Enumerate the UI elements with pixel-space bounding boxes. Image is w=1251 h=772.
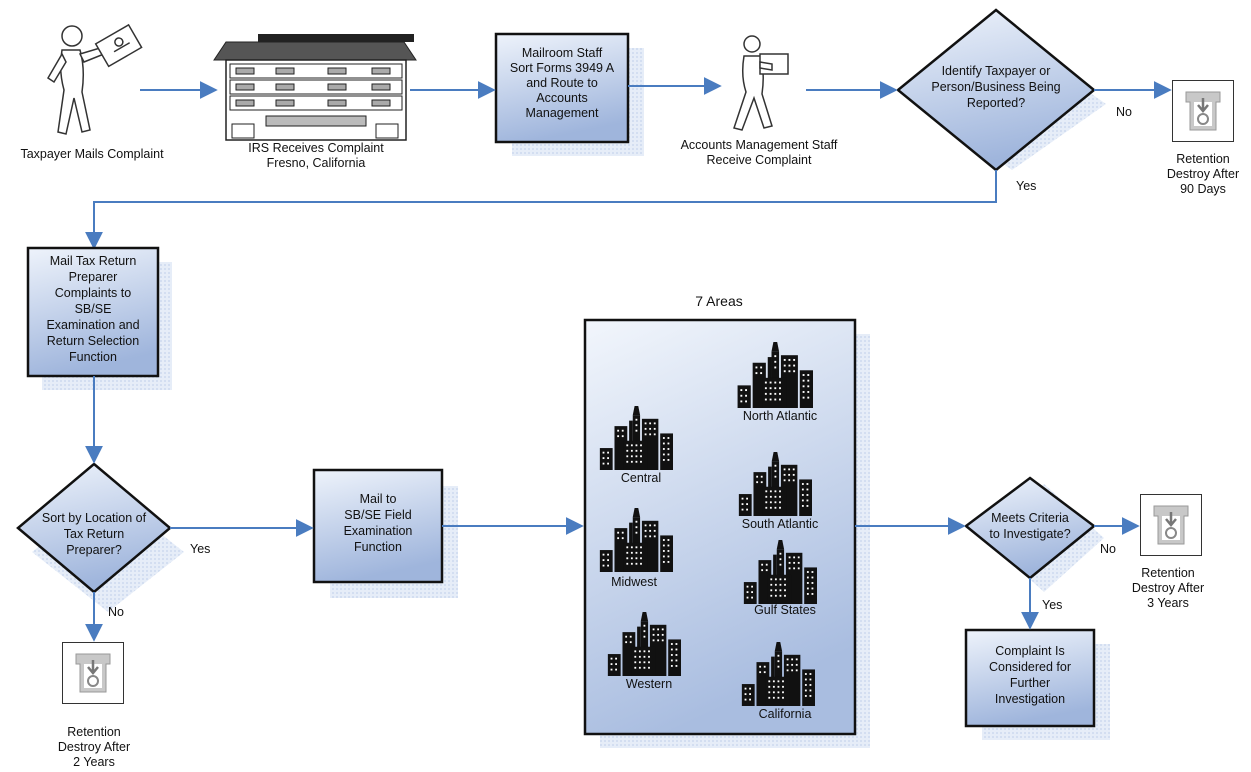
area-north-atlantic: North Atlantic	[743, 409, 817, 423]
area-gulf-states: Gulf States	[754, 603, 816, 617]
retention-90-label: Retention Destroy After 90 Days	[1167, 152, 1239, 196]
svg-text:Complaint Is: Complaint Is	[995, 644, 1064, 658]
staff-person-icon	[733, 35, 789, 131]
mail-field-text: Mail to SB/SE Field Examination Function	[344, 492, 413, 554]
svg-text:Retention: Retention	[1176, 152, 1230, 166]
svg-text:Examination and: Examination and	[46, 318, 139, 332]
edge-no-sort: No	[108, 605, 124, 619]
svg-text:2 Years: 2 Years	[73, 755, 115, 769]
left-connectors	[85, 376, 584, 642]
svg-text:Preparer?: Preparer?	[66, 543, 122, 557]
svg-text:Destroy After: Destroy After	[1132, 581, 1204, 595]
area-midwest: Midwest	[611, 575, 657, 589]
irs-receives-label-2: Fresno, California	[267, 156, 366, 170]
svg-text:Preparer: Preparer	[69, 270, 118, 284]
retention-90-icon	[1172, 80, 1234, 142]
svg-text:90 Days: 90 Days	[1180, 182, 1226, 196]
identify-decision-text: Identify Taxpayer or Person/Business Bei…	[931, 64, 1060, 110]
row1-connectors	[85, 77, 1172, 250]
right-connectors	[855, 517, 1140, 630]
svg-text:Further: Further	[1010, 676, 1050, 690]
svg-text:and Route to: and Route to	[526, 76, 598, 90]
svg-text:Function: Function	[69, 350, 117, 364]
retention-2y-label: Retention Destroy After 2 Years	[58, 725, 130, 769]
criteria-decision-text: Meets Criteria to Investigate?	[989, 511, 1070, 541]
svg-text:Sort by Location of: Sort by Location of	[42, 511, 147, 525]
area-western: Western	[626, 677, 672, 691]
svg-text:Considered for: Considered for	[989, 660, 1071, 674]
mailroom-sort-box	[494, 32, 630, 144]
svg-text:Retention: Retention	[67, 725, 121, 739]
svg-text:Mailroom Staff: Mailroom Staff	[522, 46, 603, 60]
edge-yes-criteria: Yes	[1042, 598, 1062, 612]
svg-text:SB/SE: SB/SE	[75, 302, 112, 316]
mail-preparer-box	[26, 246, 160, 378]
taxpayer-mails-label: Taxpayer Mails Complaint	[20, 147, 164, 161]
edge-no-identify: No	[1116, 105, 1132, 119]
svg-text:Examination: Examination	[344, 524, 413, 538]
area-central: Central	[621, 471, 661, 485]
svg-text:Destroy After: Destroy After	[58, 740, 130, 754]
svg-text:to Investigate?: to Investigate?	[989, 527, 1070, 541]
svg-text:Complaints to: Complaints to	[55, 286, 131, 300]
svg-text:Destroy After: Destroy After	[1167, 167, 1239, 181]
svg-text:Management: Management	[526, 106, 599, 120]
svg-text:Return Selection: Return Selection	[47, 334, 139, 348]
svg-text:Investigation: Investigation	[995, 692, 1065, 706]
accounts-receive-label-2: Receive Complaint	[707, 153, 812, 167]
svg-text:3 Years: 3 Years	[1147, 596, 1189, 610]
areas-title: 7 Areas	[695, 293, 742, 309]
svg-text:Function: Function	[354, 540, 402, 554]
svg-text:Tax Return: Tax Return	[64, 527, 124, 541]
svg-text:Sort Forms 3949 A: Sort Forms 3949 A	[510, 61, 615, 75]
svg-text:Meets Criteria: Meets Criteria	[991, 511, 1069, 525]
svg-text:Person/Business Being: Person/Business Being	[931, 80, 1060, 94]
svg-text:Identify Taxpayer or: Identify Taxpayer or	[942, 64, 1051, 78]
edge-no-criteria: No	[1100, 542, 1116, 556]
retention-2y-icon	[62, 642, 124, 704]
irs-receives-label-1: IRS Receives Complaint	[248, 141, 384, 155]
svg-text:Mail Tax Return: Mail Tax Return	[50, 254, 137, 268]
area-south-atlantic: South Atlantic	[742, 517, 818, 531]
retention-3y-label: Retention Destroy After 3 Years	[1132, 566, 1204, 610]
further-investigation-box	[964, 628, 1096, 728]
edge-yes-identify: Yes	[1016, 179, 1036, 193]
svg-text:SB/SE Field: SB/SE Field	[344, 508, 411, 522]
svg-text:Mail to: Mail to	[360, 492, 397, 506]
svg-text:Retention: Retention	[1141, 566, 1195, 580]
mail-field-box	[312, 468, 444, 584]
person-icon	[46, 23, 143, 135]
svg-text:Accounts: Accounts	[536, 91, 587, 105]
edge-yes-sort: Yes	[190, 542, 210, 556]
svg-text:Reported?: Reported?	[967, 96, 1025, 110]
further-investigation-text: Complaint Is Considered for Further Inve…	[989, 644, 1071, 706]
accounts-receive-label-1: Accounts Management Staff	[681, 138, 838, 152]
mail-preparer-text: Mail Tax Return Preparer Complaints to S…	[46, 254, 139, 364]
retention-3y-icon	[1140, 494, 1202, 556]
area-california: California	[759, 707, 812, 721]
irs-building-icon	[213, 34, 417, 141]
mailroom-sort-text: Mailroom Staff Sort Forms 3949 A and Rou…	[510, 46, 615, 120]
sort-decision-text: Sort by Location of Tax Return Preparer?	[42, 511, 147, 557]
